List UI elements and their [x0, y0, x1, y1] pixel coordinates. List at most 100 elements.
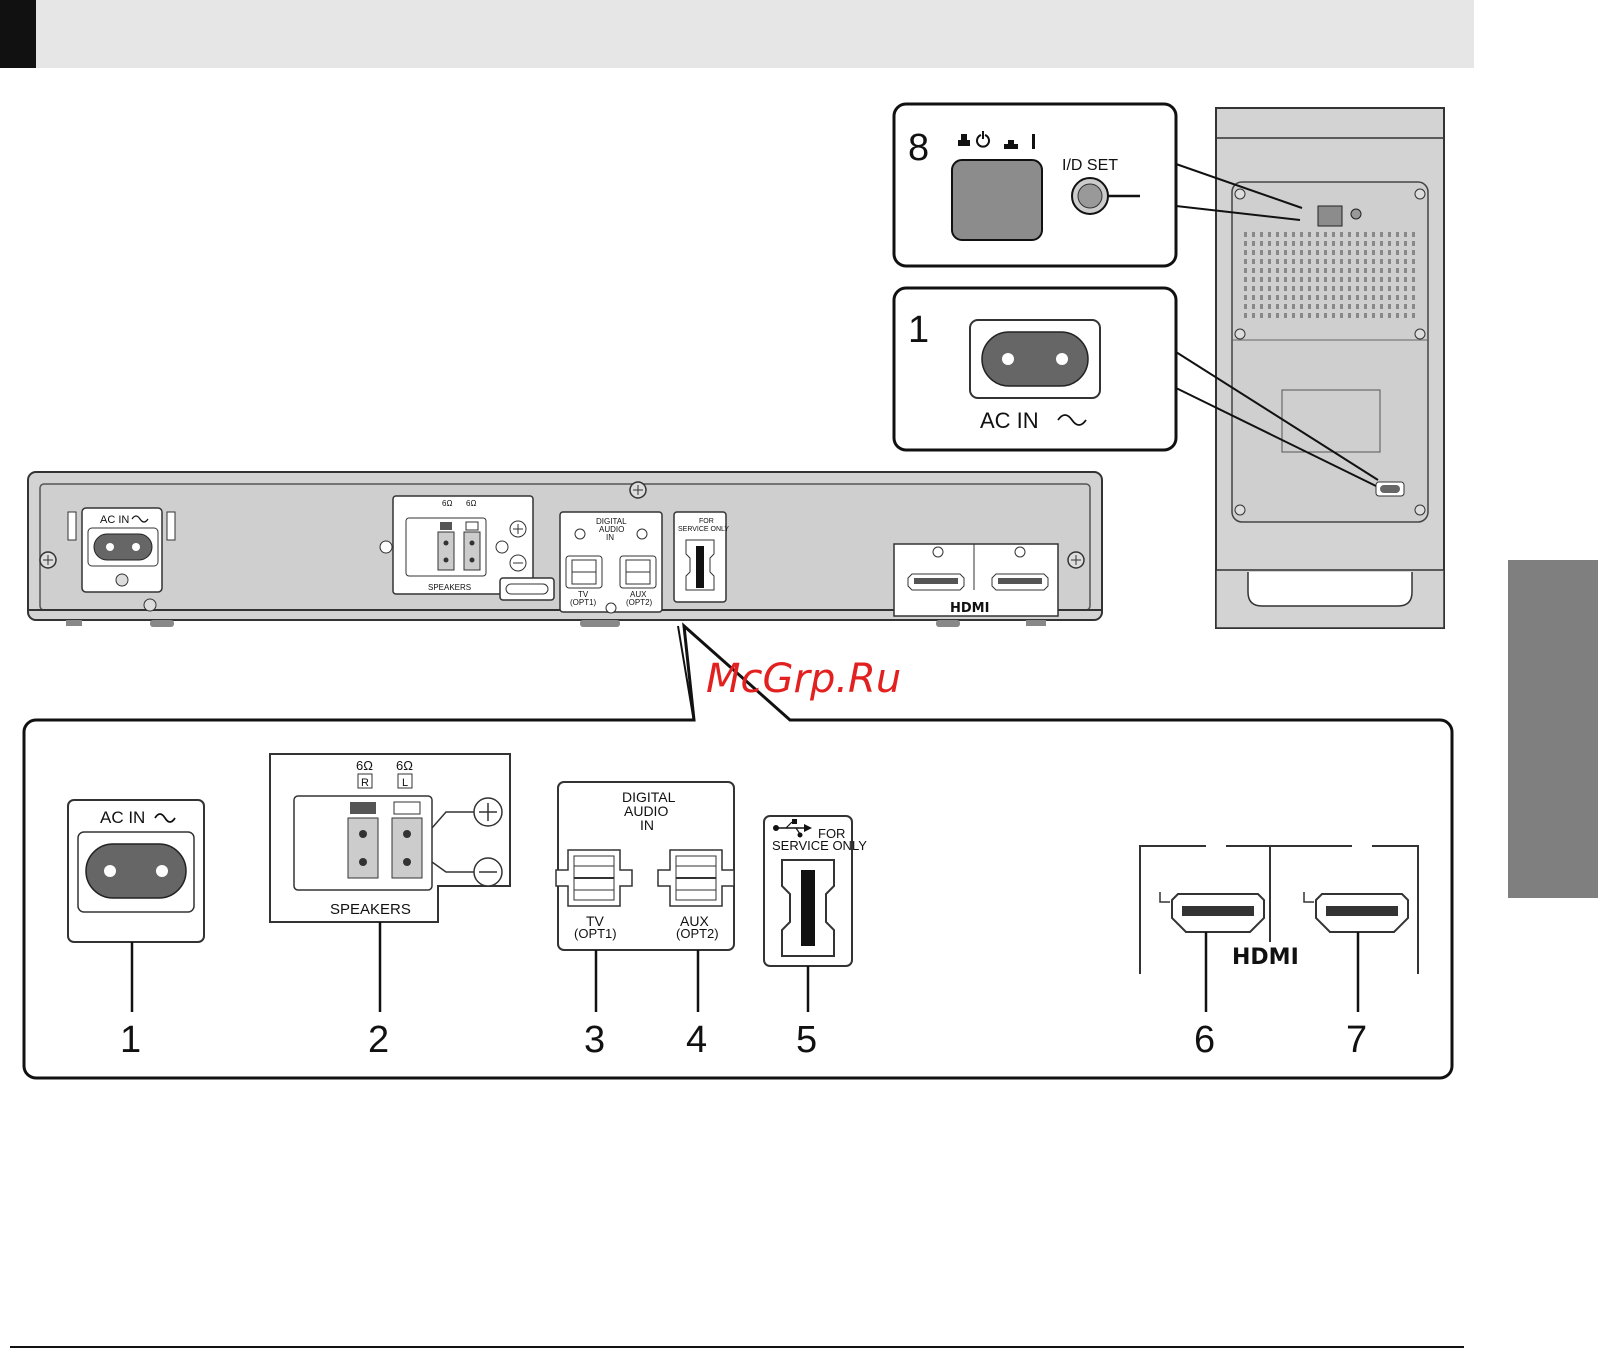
vent-slot	[1332, 286, 1335, 291]
vent-slot	[1284, 313, 1287, 318]
hdmi-out-port[interactable]	[1172, 894, 1264, 932]
vent-slot	[1372, 250, 1375, 255]
impedance-label-r: 6Ω	[356, 758, 373, 773]
digital-audio-in-small[interactable]: DIGITAL AUDIO IN TV (OPT1) AUX (OPT2)	[560, 512, 662, 613]
for-label-small: FOR	[699, 518, 714, 525]
optical-tv-port[interactable]	[556, 850, 632, 906]
vent-slot	[1332, 259, 1335, 264]
subwoofer-ac-socket[interactable]	[970, 320, 1100, 398]
opt2-label: (OPT2)	[676, 926, 719, 941]
vent-slot	[1268, 268, 1271, 273]
vent-slot	[1244, 268, 1247, 273]
vent-slot	[1364, 304, 1367, 309]
vent-slot	[1332, 277, 1335, 282]
vent-slot	[1348, 286, 1351, 291]
vent-slot	[1268, 277, 1271, 282]
vent-slot	[1316, 259, 1319, 264]
vent-slot	[1292, 286, 1295, 291]
vent-slot	[1396, 277, 1399, 282]
vent-slot	[1252, 304, 1255, 309]
vent-slot	[1396, 313, 1399, 318]
vent-slot	[1308, 250, 1311, 255]
vent-slot	[1292, 232, 1295, 237]
vent-slot	[1252, 250, 1255, 255]
speakers-label: SPEAKERS	[330, 901, 411, 918]
vent-slot	[1388, 241, 1391, 246]
vent-slot	[1276, 313, 1279, 318]
vent-slot	[1340, 250, 1343, 255]
vent-slot	[1284, 277, 1287, 282]
vent-slot	[1308, 277, 1311, 282]
id-set-button[interactable]	[1072, 178, 1108, 214]
vent-slot	[1340, 277, 1343, 282]
vent-slot	[1292, 250, 1295, 255]
speaker-r-label: R	[361, 777, 369, 789]
vent-slot	[1268, 232, 1271, 237]
callout-1: 1	[120, 1019, 141, 1061]
vent-slot	[1260, 232, 1263, 237]
vent-slot	[1308, 241, 1311, 246]
vent-slot	[1308, 313, 1311, 318]
vent-slot	[1268, 250, 1271, 255]
vent-slot	[1244, 313, 1247, 318]
minus-terminal-icon	[474, 858, 502, 886]
vent-slot	[1292, 304, 1295, 309]
vent-slot	[1404, 313, 1407, 318]
vent-slot	[1308, 304, 1311, 309]
opt1-label-small: (OPT1)	[570, 598, 597, 607]
vent-slot	[1316, 250, 1319, 255]
callout-8: 8	[908, 127, 929, 169]
vent-slot	[1396, 268, 1399, 273]
vent-slot	[1380, 259, 1383, 264]
vent-slot	[1260, 277, 1263, 282]
vent-slot	[1372, 313, 1375, 318]
vent-slot	[1364, 250, 1367, 255]
usb-port-small[interactable]: FOR SERVICE ONLY	[674, 512, 729, 602]
main-unit-rear: AC IN 6Ω 6Ω SPEAKERS	[28, 472, 1102, 627]
vent-slot	[1244, 250, 1247, 255]
header-band	[36, 0, 1474, 68]
vent-slot	[1412, 286, 1415, 291]
vent-slot	[1308, 268, 1311, 273]
vent-slot	[1300, 232, 1303, 237]
ac-in-socket-small[interactable]: AC IN	[68, 508, 175, 592]
optical-aux-port[interactable]	[658, 850, 734, 906]
vent-slot	[1324, 295, 1327, 300]
vent-slot	[1348, 277, 1351, 282]
vent-slot	[1260, 286, 1263, 291]
vent-slot	[1404, 241, 1407, 246]
in-label: IN	[640, 817, 654, 833]
vent-slot	[1340, 286, 1343, 291]
hdmi-in-port[interactable]	[1316, 894, 1408, 932]
opt2-label-small: (OPT2)	[626, 598, 653, 607]
ac-in-label-small: AC IN	[100, 514, 129, 526]
vent-slot	[1324, 259, 1327, 264]
vent-slot	[1380, 250, 1383, 255]
vent-slot	[1244, 304, 1247, 309]
vent-slot	[1388, 250, 1391, 255]
vent-slot	[1356, 313, 1359, 318]
vent-slot	[1388, 232, 1391, 237]
vent-slot	[1308, 232, 1311, 237]
vent-slot	[1324, 232, 1327, 237]
callout-5: 5	[796, 1019, 817, 1061]
vent-slot	[1356, 286, 1359, 291]
vent-slot	[1396, 232, 1399, 237]
vent-slot	[1364, 232, 1367, 237]
vent-slot	[1332, 295, 1335, 300]
vent-slot	[1380, 313, 1383, 318]
vent-slot	[1388, 313, 1391, 318]
vent-slot	[1300, 259, 1303, 264]
power-button[interactable]	[952, 160, 1042, 240]
vent-slot	[1332, 241, 1335, 246]
hdmi-ports-small[interactable]: HDMI	[894, 544, 1058, 616]
vent-slot	[1388, 304, 1391, 309]
vent-slot	[1356, 259, 1359, 264]
ac-in-socket[interactable]: AC IN	[68, 800, 204, 942]
vent-slot	[1404, 286, 1407, 291]
usb-service-port[interactable]: FOR SERVICE ONLY	[764, 816, 867, 966]
digital-audio-in[interactable]: DIGITAL AUDIO IN TV (OPT1) AUX (OPT2)	[556, 782, 734, 950]
vent-slot	[1284, 250, 1287, 255]
vent-slot	[1356, 250, 1359, 255]
subwoofer-ac-in-label: AC IN	[980, 408, 1039, 433]
